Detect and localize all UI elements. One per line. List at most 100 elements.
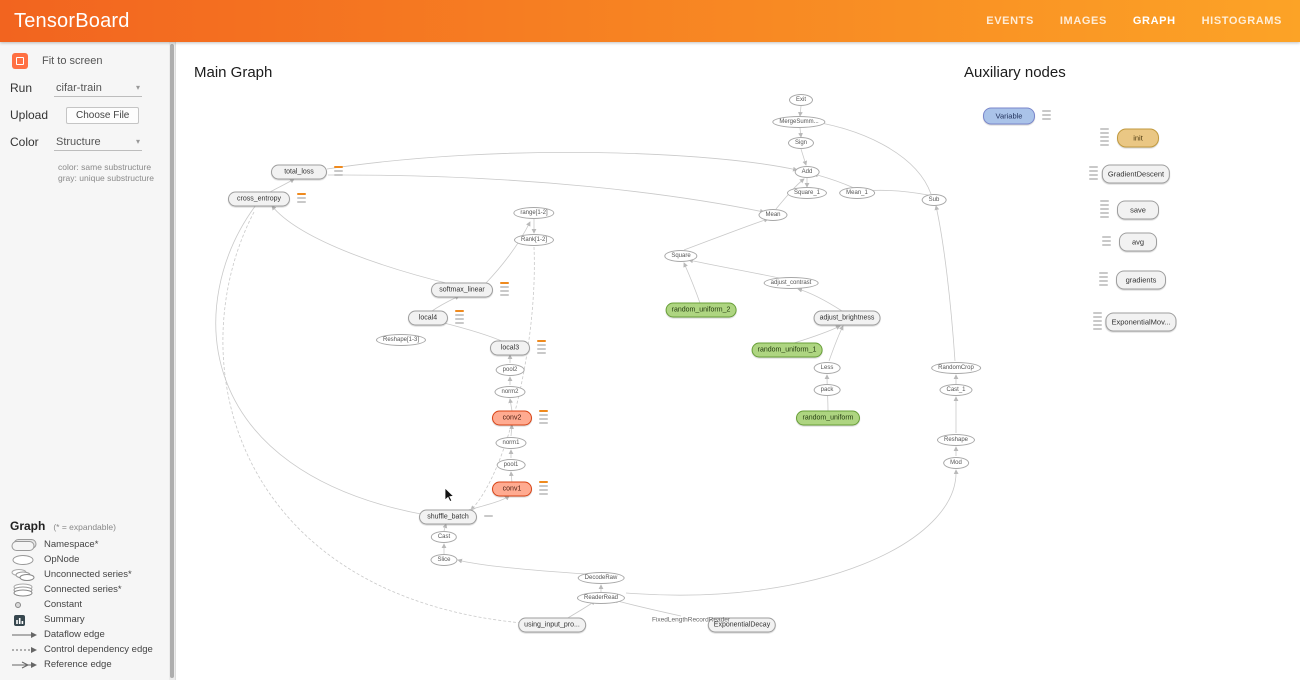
node-detail-ticks bbox=[1100, 200, 1109, 218]
graph-node-less[interactable]: Less bbox=[813, 362, 841, 374]
graph-node-rank-1-2[interactable]: Rank[1-2] bbox=[513, 234, 555, 246]
graph-node-adjust-brightness[interactable]: adjust_brightness bbox=[813, 310, 881, 326]
app-header: TensorBoard EVENTS IMAGES GRAPH HISTOGRA… bbox=[0, 0, 1300, 42]
graph-node-avg[interactable]: avg bbox=[1119, 232, 1157, 252]
graph-node-square[interactable]: Square bbox=[664, 250, 698, 262]
upload-label: Upload bbox=[10, 108, 49, 122]
graph-edge bbox=[215, 204, 427, 517]
reference-edge-icon bbox=[10, 658, 44, 672]
graph-node-norm1[interactable]: norm1 bbox=[495, 437, 527, 449]
legend-item-control-edge: Control dependency edge bbox=[10, 642, 165, 657]
color-help-line1: color: same substructure bbox=[58, 162, 152, 172]
tab-images[interactable]: IMAGES bbox=[1059, 15, 1107, 27]
graph-node-total-loss[interactable]: total_loss bbox=[271, 164, 327, 180]
color-help-line2: gray: unique substructure bbox=[58, 173, 154, 184]
fit-to-screen-label: Fit to screen bbox=[42, 55, 103, 67]
tab-graph[interactable]: GRAPH bbox=[1132, 15, 1176, 27]
graph-node-local4[interactable]: local4 bbox=[408, 310, 448, 326]
graph-edge bbox=[467, 495, 510, 511]
color-select-value: Structure bbox=[56, 135, 101, 148]
graph-node-random-uniform-2[interactable]: random_uniform_2 bbox=[665, 302, 737, 318]
graph-node-init[interactable]: init bbox=[1117, 128, 1159, 148]
graph-node-shuffle-batch[interactable]: shuffle_batch bbox=[419, 509, 477, 525]
graph-node-mean[interactable]: Mean bbox=[758, 209, 788, 221]
connected-series-icon bbox=[10, 583, 44, 597]
graph-node-mod[interactable]: Mod bbox=[943, 457, 969, 469]
color-select[interactable]: Structure ▾ bbox=[54, 134, 142, 151]
legend-item-reference-edge: Reference edge bbox=[10, 657, 165, 672]
graph-node-norm2[interactable]: norm2 bbox=[494, 386, 526, 398]
graph-node-variable[interactable]: Variable bbox=[983, 107, 1035, 125]
color-row: Color Structure ▾ bbox=[10, 133, 165, 151]
graph-edge bbox=[327, 174, 765, 214]
node-detail-ticks bbox=[1089, 166, 1098, 180]
graph-node-sign[interactable]: Sign bbox=[787, 137, 815, 149]
choose-file-button[interactable]: Choose File bbox=[66, 106, 140, 124]
graph-node-gradients[interactable]: gradients bbox=[1116, 270, 1166, 290]
graph-edge bbox=[509, 424, 515, 437]
graph-node-local3[interactable]: local3 bbox=[490, 340, 530, 356]
graph-node-decoderaw[interactable]: DecodeRaw bbox=[577, 572, 625, 584]
tab-events[interactable]: EVENTS bbox=[986, 15, 1034, 27]
legend-item-dataflow-edge: Dataflow edge bbox=[10, 627, 165, 642]
graph-edge bbox=[470, 246, 535, 511]
fit-to-screen-icon[interactable] bbox=[12, 53, 28, 69]
graph-edge bbox=[442, 523, 448, 532]
graph-node-save[interactable]: save bbox=[1117, 200, 1159, 220]
graph-node-gradientdescent[interactable]: GradientDescent bbox=[1101, 164, 1171, 184]
graph-node-square-1[interactable]: Square_1 bbox=[786, 187, 828, 199]
graph-node-adjust-contrast[interactable]: adjust_contrast bbox=[763, 277, 819, 289]
graph-node-using-input-pro[interactable]: using_input_pro... bbox=[518, 617, 586, 633]
node-detail-ticks bbox=[484, 515, 493, 517]
graph-node-pool2[interactable]: pool2 bbox=[495, 364, 525, 376]
graph-node-mean-1[interactable]: Mean_1 bbox=[839, 187, 875, 199]
constant-icon bbox=[10, 598, 44, 612]
graph-node-pack[interactable]: pack bbox=[813, 384, 841, 396]
legend-item-constant: Constant bbox=[10, 597, 165, 612]
upload-row: Upload Choose File bbox=[10, 106, 165, 124]
node-detail-ticks bbox=[455, 310, 464, 324]
graph-node-exit[interactable]: Exit bbox=[788, 94, 814, 106]
graph-node-randomcrop[interactable]: RandomCrop bbox=[931, 362, 981, 374]
fit-to-screen-row: Fit to screen bbox=[10, 52, 165, 70]
graph-node-slice[interactable]: Slice bbox=[430, 554, 458, 566]
main-graph-title: Main Graph bbox=[194, 64, 273, 81]
control-edge-icon bbox=[10, 643, 44, 657]
legend-item-connected-series: Connected series* bbox=[10, 582, 165, 597]
graph-node-reshape[interactable]: Reshape bbox=[936, 434, 976, 446]
graph-node-range-1-2[interactable]: range[1-2] bbox=[513, 207, 555, 219]
legend-item-unconnected-series: Unconnected series* bbox=[10, 567, 165, 582]
run-select[interactable]: cifar-train ▾ bbox=[54, 80, 142, 97]
graph-edge bbox=[688, 258, 785, 280]
node-detail-ticks bbox=[1102, 236, 1111, 246]
run-row: Run cifar-train ▾ bbox=[10, 79, 165, 97]
graph-node-conv1[interactable]: conv1 bbox=[492, 481, 532, 497]
graph-node-mergesumm[interactable]: MergeSumm... bbox=[772, 116, 826, 128]
graph-node-random-uniform[interactable]: random_uniform bbox=[796, 410, 860, 426]
graph-node-readerread[interactable]: ReaderRead bbox=[576, 592, 626, 604]
node-detail-ticks bbox=[539, 481, 548, 495]
legend-item-summary: Summary bbox=[10, 612, 165, 627]
graph-node-sub[interactable]: Sub bbox=[921, 194, 947, 206]
node-detail-ticks bbox=[537, 340, 546, 354]
graph-edges-svg bbox=[215, 105, 959, 627]
graph-node-exponentialdecay[interactable]: ExponentialDecay bbox=[707, 617, 777, 633]
graph-node-conv2[interactable]: conv2 bbox=[492, 410, 532, 426]
graph-edge bbox=[800, 148, 808, 166]
graph-node-random-uniform-1[interactable]: random_uniform_1 bbox=[751, 342, 823, 358]
graph-node-add[interactable]: Add bbox=[794, 166, 820, 178]
graph-edge bbox=[683, 262, 701, 304]
graph-node-cast[interactable]: Cast bbox=[430, 531, 458, 543]
graph-node-exponentialmov[interactable]: ExponentialMov... bbox=[1105, 312, 1177, 332]
graph-node-pool1[interactable]: pool1 bbox=[496, 459, 526, 471]
node-detail-ticks bbox=[500, 282, 509, 296]
tab-histograms[interactable]: HISTOGRAMS bbox=[1201, 15, 1282, 27]
sidebar-scrollbar[interactable] bbox=[169, 42, 175, 680]
graph-node-cross-entropy[interactable]: cross_entropy bbox=[228, 191, 290, 207]
color-help: color: same substructure gray: unique su… bbox=[58, 162, 165, 185]
graph-node-softmax-linear[interactable]: softmax_linear bbox=[431, 282, 493, 298]
graph-node-reshape-1-3[interactable]: Reshape[1-3] bbox=[375, 334, 427, 346]
graph-node-cast-1[interactable]: Cast_1 bbox=[939, 384, 973, 396]
